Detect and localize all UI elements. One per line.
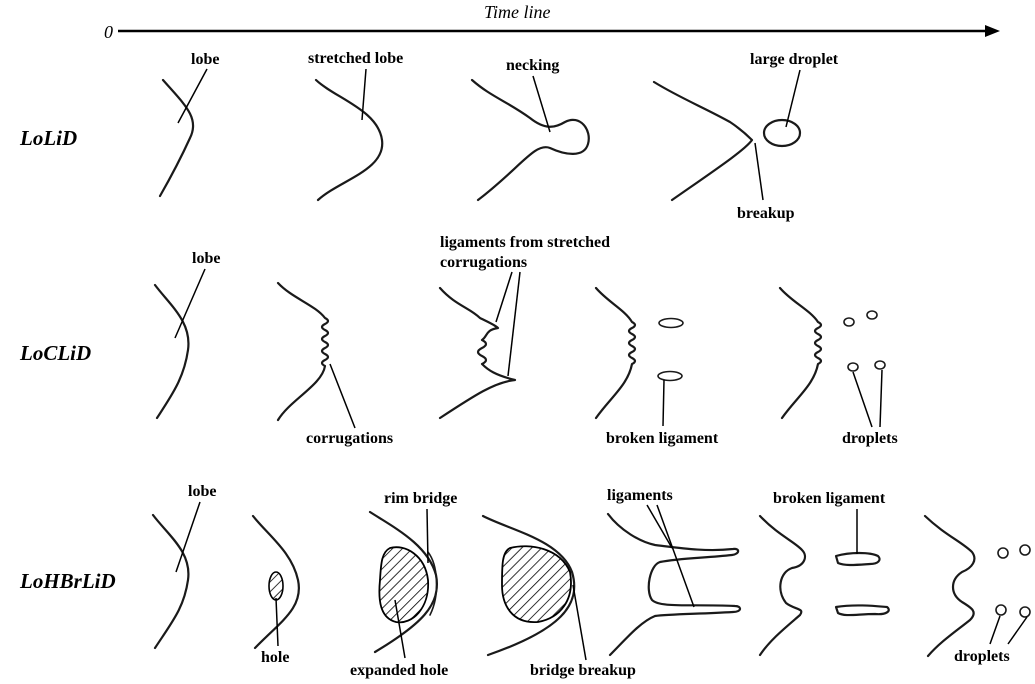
loli-leader-breakup bbox=[755, 143, 763, 200]
locli-leader-lobe bbox=[175, 269, 205, 338]
timeline-axis: 0 Time line bbox=[104, 2, 1000, 42]
locli-lobe-shape bbox=[155, 285, 188, 418]
lohbrli-label-lobe: lobe bbox=[188, 483, 216, 500]
locli-leader-ligament-1 bbox=[496, 272, 512, 322]
lohbrli-hole bbox=[269, 572, 283, 600]
lohbrli-broken-ligament-shape bbox=[760, 516, 805, 655]
locli-label-droplets: droplets bbox=[842, 430, 898, 447]
lohbrli-droplet-2 bbox=[1020, 545, 1030, 555]
locli-corrugation-shape bbox=[278, 283, 328, 420]
loli-label-stretched-lobe: stretched lobe bbox=[308, 50, 403, 67]
loli-leader-large-droplet bbox=[786, 70, 800, 127]
lohbrli-leader-hole bbox=[276, 598, 278, 646]
locli-label-lobe: lobe bbox=[192, 250, 220, 267]
lohbrli-label-droplets: droplets bbox=[954, 648, 1010, 665]
lohbrli-label-hole: hole bbox=[261, 649, 289, 666]
loli-leader-lobe bbox=[178, 69, 207, 123]
locli-label-ligaments-line2: corrugations bbox=[440, 254, 527, 271]
timeline-arrowhead bbox=[985, 25, 1000, 37]
loli-label-large-droplet: large droplet bbox=[750, 51, 839, 68]
lohbrli-leader-ligament-2 bbox=[657, 505, 694, 607]
locli-leader-droplet-1 bbox=[853, 372, 872, 427]
lohbrli-broken-ligament-bottom bbox=[836, 605, 889, 615]
loli-leader-necking bbox=[533, 76, 550, 132]
loli-large-droplet bbox=[764, 120, 800, 146]
locli-leader-droplet-2 bbox=[880, 370, 882, 427]
locli-droplets-shape bbox=[780, 288, 821, 418]
locli-droplet-1 bbox=[844, 318, 854, 326]
lohbrli-bridge-breakup-hole bbox=[502, 546, 571, 622]
locli-label-broken-ligament: broken ligament bbox=[606, 430, 719, 447]
lohbrli-leader-droplet-1 bbox=[990, 616, 1000, 644]
lohbrli-label-broken-ligament: broken ligament bbox=[773, 490, 886, 507]
lohbrli-droplet-4 bbox=[1020, 607, 1030, 617]
locli-droplet-4 bbox=[875, 361, 885, 369]
locli-leader-broken-ligament bbox=[663, 380, 664, 426]
lohbrli-droplet-1 bbox=[998, 548, 1008, 558]
row-label-locli: LoCLiD bbox=[19, 341, 91, 365]
lohbrli-label-rim-bridge: rim bridge bbox=[384, 490, 457, 507]
timeline-origin-label: 0 bbox=[104, 22, 113, 42]
timeline-label: Time line bbox=[484, 2, 551, 22]
row-label-loli: LoLiD bbox=[19, 126, 77, 150]
locli-label-corrugations: corrugations bbox=[306, 430, 393, 447]
loli-label-breakup: breakup bbox=[737, 205, 795, 222]
row-label-lohbrli: LoHBrLiD bbox=[19, 569, 116, 593]
loli-label-lobe: lobe bbox=[191, 51, 219, 68]
locli-ligament-shape bbox=[440, 288, 515, 418]
loli-breakup-shape bbox=[654, 82, 752, 200]
lohbrli-leader-droplet-2 bbox=[1008, 617, 1027, 644]
lohbrli-lobe-shape bbox=[153, 515, 188, 648]
loli-lobe-shape bbox=[160, 80, 193, 196]
loli-label-necking: necking bbox=[506, 57, 559, 74]
lohbrli-expanded-hole bbox=[379, 547, 428, 622]
locli-ligament-fragment-top bbox=[659, 319, 683, 328]
loli-necking-shape bbox=[472, 80, 589, 200]
locli-droplet-3 bbox=[848, 363, 858, 371]
locli-ligament-fragment-bottom bbox=[658, 372, 682, 381]
locli-leader-ligament-2 bbox=[508, 272, 520, 376]
locli-leader-corrugations bbox=[330, 364, 355, 428]
lohbrli-leader-lobe bbox=[176, 502, 200, 572]
lohbrli-broken-ligament-top bbox=[836, 553, 880, 565]
lohbrli-leader-bridge-breakup bbox=[573, 585, 586, 660]
locli-droplet-2 bbox=[867, 311, 877, 319]
lohbrli-droplets-shape bbox=[925, 516, 974, 656]
loli-stretched-lobe-shape bbox=[316, 80, 382, 200]
lohbrli-label-bridge-breakup: bridge breakup bbox=[530, 662, 636, 679]
lohbrli-label-expanded-hole: expanded hole bbox=[350, 662, 448, 679]
lohbrli-label-ligaments: ligaments bbox=[607, 487, 673, 504]
lohbrli-ligaments-shape bbox=[608, 514, 740, 655]
lohbrli-droplet-3 bbox=[996, 605, 1006, 615]
lohbrli-leader-rim-bridge bbox=[427, 509, 428, 563]
locli-broken-ligament-shape bbox=[596, 288, 635, 418]
locli-label-ligaments-line1: ligaments from stretched bbox=[440, 234, 610, 251]
